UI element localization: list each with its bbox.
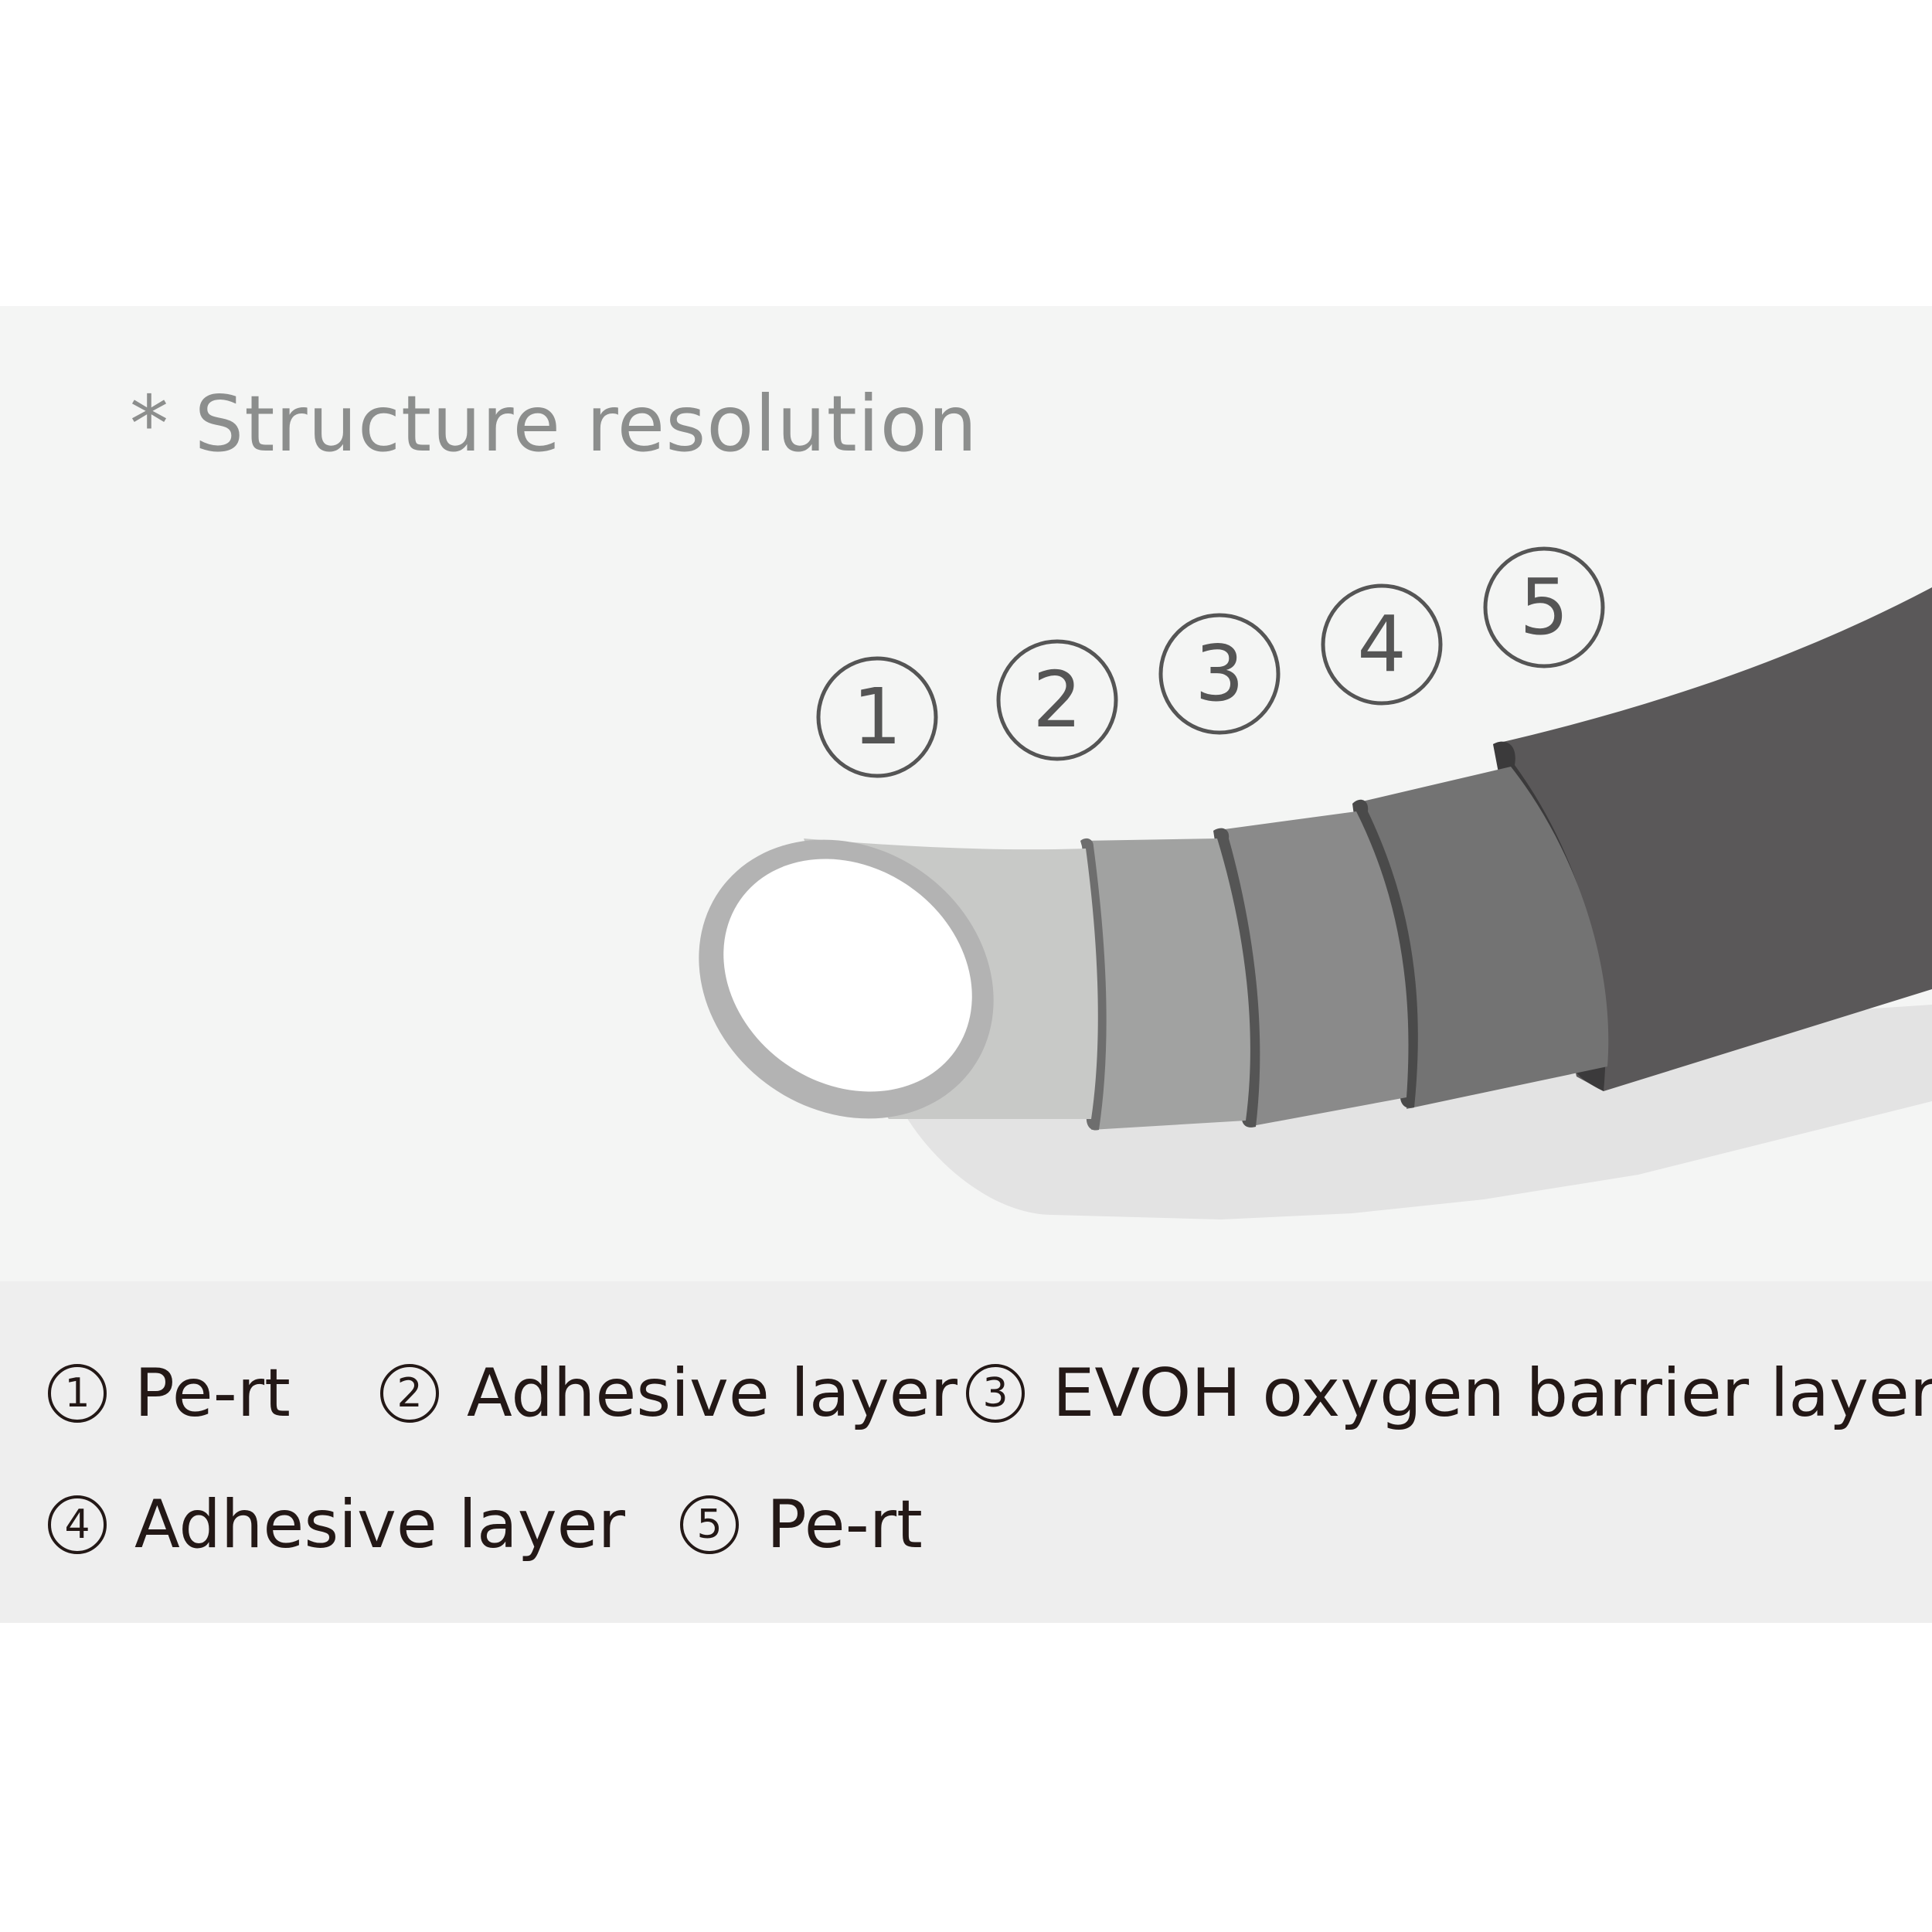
callout-circle <box>816 656 938 778</box>
diagram-heading: * Structure resolution <box>130 379 978 469</box>
legend-panel <box>0 1281 1932 1623</box>
legend-label: Adhesive layer <box>134 1486 625 1563</box>
layer-2-adhesive <box>1082 838 1250 1130</box>
callout-4: 4 <box>1321 583 1443 706</box>
legend-badge: 1 <box>48 1364 107 1423</box>
callout-circle <box>996 639 1118 761</box>
legend-item-2: 2 Adhesive layer <box>380 1351 957 1436</box>
callout-circle <box>1483 546 1605 668</box>
pipe-opening-hole <box>723 859 972 1092</box>
legend-item-1: 1 Pe-rt <box>48 1351 291 1436</box>
legend-label: EVOH oxygen barrier layer <box>1053 1355 1932 1432</box>
callout-number: 2 <box>1032 655 1082 745</box>
callout-number: 5 <box>1519 562 1569 652</box>
callout-circle <box>1321 583 1443 706</box>
legend-item-3: 3 EVOH oxygen barrier layer <box>966 1351 1932 1436</box>
legend-label: Pe-rt <box>767 1486 923 1563</box>
callout-number: 4 <box>1357 599 1406 689</box>
callout-number: 1 <box>852 672 902 762</box>
callout-3: 3 <box>1158 613 1281 735</box>
legend-badge: 5 <box>680 1495 739 1554</box>
callout-circle <box>1158 613 1281 735</box>
legend-badge: 3 <box>966 1364 1025 1423</box>
callout-number: 3 <box>1195 628 1244 719</box>
legend-label: Pe-rt <box>134 1355 291 1432</box>
callout-2: 2 <box>996 639 1118 761</box>
legend-item-5: 5 Pe-rt <box>680 1482 923 1567</box>
legend-item-4: 4 Adhesive layer <box>48 1482 625 1567</box>
layer-3-evoh-barrier <box>1213 811 1409 1127</box>
legend-badge: 4 <box>48 1495 107 1554</box>
callout-5: 5 <box>1483 546 1605 668</box>
callout-1: 1 <box>816 656 938 778</box>
layer-5-outer-pe-rt <box>1493 587 1932 1091</box>
legend-badge: 2 <box>380 1364 439 1423</box>
legend-label: Adhesive layer <box>467 1355 957 1432</box>
layer-4-rim <box>1352 799 1418 1108</box>
